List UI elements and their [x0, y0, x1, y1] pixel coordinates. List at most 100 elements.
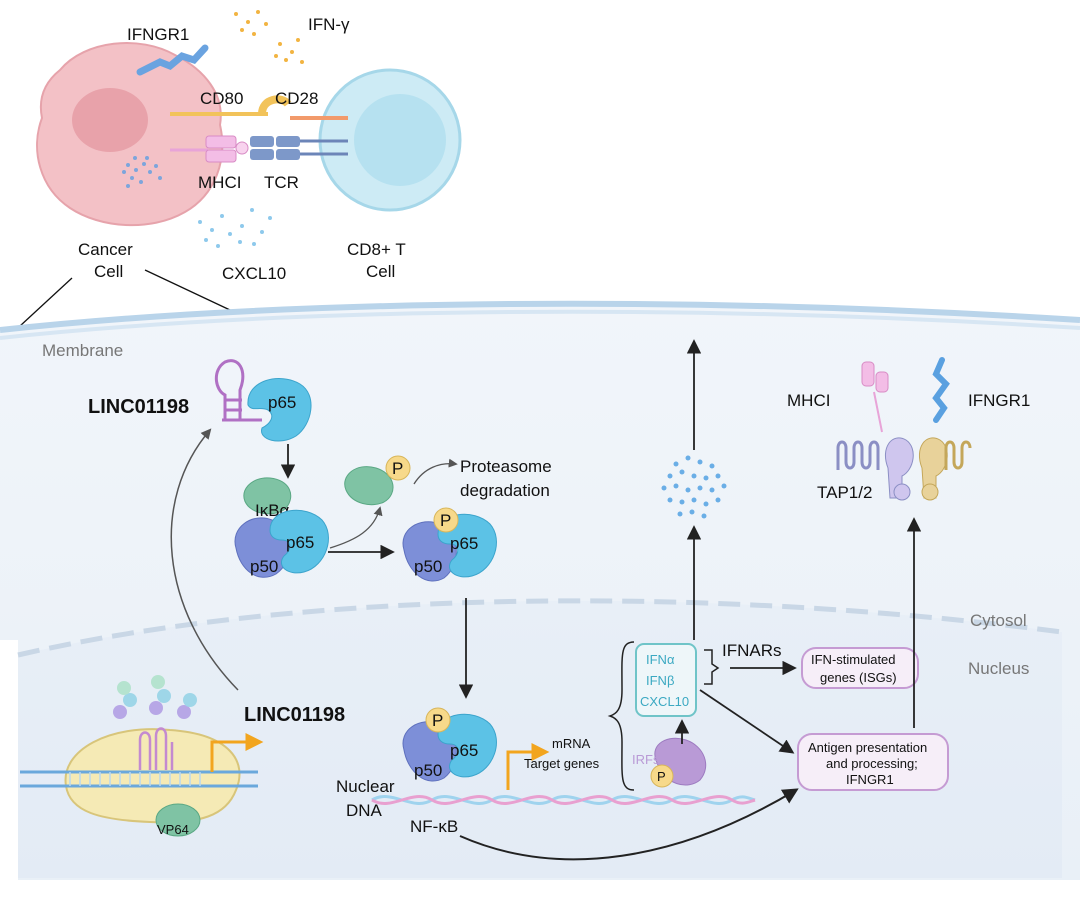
irfs-label: IRFs — [632, 752, 660, 767]
ifn-box — [635, 643, 697, 717]
tap1-nbd — [893, 483, 911, 501]
membrane-line-inner — [0, 309, 1080, 340]
nuclear-dna-label-2: DNA — [346, 801, 383, 820]
phospho-badge-active — [433, 507, 459, 533]
nuclear-dna-label-1: Nuclear — [336, 777, 395, 796]
tap2-nbd — [921, 483, 939, 501]
mhci-peptide — [235, 141, 249, 155]
linc01198-bottom: LINC01198 — [244, 704, 345, 726]
cancer-cell-label-1: Cancer — [78, 240, 133, 259]
nuclear-dna-helix — [371, 795, 756, 805]
arrow-ifn-to-antigen — [699, 689, 795, 754]
phospho-label-active: P — [440, 511, 451, 530]
phospho-label-nuclear: P — [432, 711, 443, 730]
isg-box — [801, 647, 919, 689]
p65-label-top: p65 — [268, 393, 296, 412]
arrow-to-proteasome — [413, 458, 458, 485]
cd28-label: CD28 — [275, 89, 318, 108]
mhci-surface-label: MHCI — [787, 391, 830, 410]
cxcl10-label: CXCL10 — [222, 264, 286, 283]
cancer-cell-granules — [122, 156, 162, 188]
ikba-free — [344, 466, 394, 506]
isg-label-2: genes (ISGs) — [820, 670, 897, 685]
cxcl10-box-label: CXCL10 — [640, 694, 689, 709]
ifnars-label: IFNARs — [722, 641, 782, 660]
activator-proteins — [113, 675, 197, 719]
tap-label: TAP1/2 — [817, 483, 872, 502]
arrow-ikba-release — [329, 506, 383, 549]
p50-label-nuclear: p50 — [414, 761, 442, 780]
proteasome-label-1: Proteasome — [460, 457, 552, 476]
zoom-line-left — [19, 277, 73, 327]
mhci-block-b — [205, 149, 237, 163]
p65-label-nuclear: p65 — [450, 741, 478, 760]
mhci-block-a — [205, 135, 237, 149]
tcr-block-b — [250, 149, 274, 160]
cd8-cell-label-1: CD8+ T — [347, 240, 406, 259]
cxcl10-dots — [198, 208, 272, 248]
p50-label-complex: p50 — [250, 557, 278, 576]
p65-subunit — [269, 509, 329, 574]
vp64-label: VP64 — [157, 822, 189, 837]
irf-complex: P — [650, 737, 707, 788]
antigen-label-2: and processing; — [826, 756, 918, 771]
tcr-block-a — [250, 136, 274, 147]
gene-dna-strands — [20, 770, 258, 788]
cd8-cell-label-2: Cell — [366, 262, 395, 281]
cd80-label: CD80 — [200, 89, 243, 108]
nucleus-label: Nucleus — [968, 659, 1029, 678]
phospho-label-ikba: P — [392, 459, 403, 478]
tcr-block-c — [276, 136, 300, 147]
p65-subunit-top — [247, 378, 312, 442]
mrna-label: mRNA — [552, 736, 591, 751]
ifngr1-label: IFNGR1 — [127, 25, 189, 44]
ifn-alpha-label: IFNα — [646, 652, 675, 667]
vp64-domain — [155, 803, 201, 837]
transcription-arrow — [506, 743, 550, 790]
cd80-head — [258, 95, 292, 115]
surface-proteins — [836, 357, 972, 501]
ifngr1-surface — [932, 357, 950, 423]
cytosol-label: Cytosol — [970, 611, 1027, 630]
ikba-nfkb-complex: IκBα p65 p50 — [234, 477, 329, 578]
isg-label-1: IFN-stimulated — [811, 652, 896, 667]
nfkb-label: NF-κB — [410, 817, 458, 836]
mhci-surface-a — [861, 361, 875, 387]
active-nfkb-cytosol: P p65 p50 — [402, 507, 497, 582]
crispra-locus: VP64 — [20, 675, 264, 837]
ifnar-brace — [704, 649, 720, 685]
arrow-linc-to-top — [170, 428, 239, 691]
ifn-beta-label: IFNβ — [646, 673, 674, 688]
tcr-label: TCR — [264, 173, 299, 192]
phospho-badge-ikba — [385, 455, 411, 481]
cell-interaction-inset: IFNGR1 IFN-γ CD80 CD28 MHCI TCR — [19, 10, 462, 327]
ifngr1-receptor — [136, 44, 209, 76]
secreted-ifn-dots — [661, 455, 727, 519]
cancer-cell-nucleus — [72, 88, 148, 152]
zoom-line-right — [144, 269, 231, 311]
tap1-protein — [884, 437, 914, 499]
phospho-badge-irf — [650, 764, 674, 788]
ifn-gamma-dots — [234, 10, 304, 64]
membrane-label: Membrane — [42, 341, 123, 360]
cancer-cell-label-2: Cell — [94, 262, 123, 281]
ikba-subunit — [243, 477, 292, 515]
phospho-label-irf: P — [657, 769, 666, 784]
tap-transmembrane-right — [944, 440, 972, 470]
lncrna-hairpin — [214, 359, 262, 422]
nuclear-envelope — [17, 598, 1063, 658]
nuclear-nfkb: P p65 p50 — [402, 707, 497, 782]
mhci-surface-b — [875, 371, 889, 393]
pathway-arrows — [170, 339, 922, 861]
phospho-badge-nuclear — [425, 707, 451, 733]
antigen-box — [797, 733, 949, 791]
ifn-gamma-label: IFN-γ — [308, 15, 350, 34]
proteasome-label-2: degradation — [460, 481, 550, 500]
p65-label-active: p65 — [450, 534, 478, 553]
phospho-ikba: P — [344, 455, 411, 506]
linc01198-top: LINC01198 — [88, 396, 189, 418]
sgrna-hairpin — [138, 727, 174, 770]
tcr-block-d — [276, 149, 300, 160]
mhci-label: MHCI — [198, 173, 241, 192]
